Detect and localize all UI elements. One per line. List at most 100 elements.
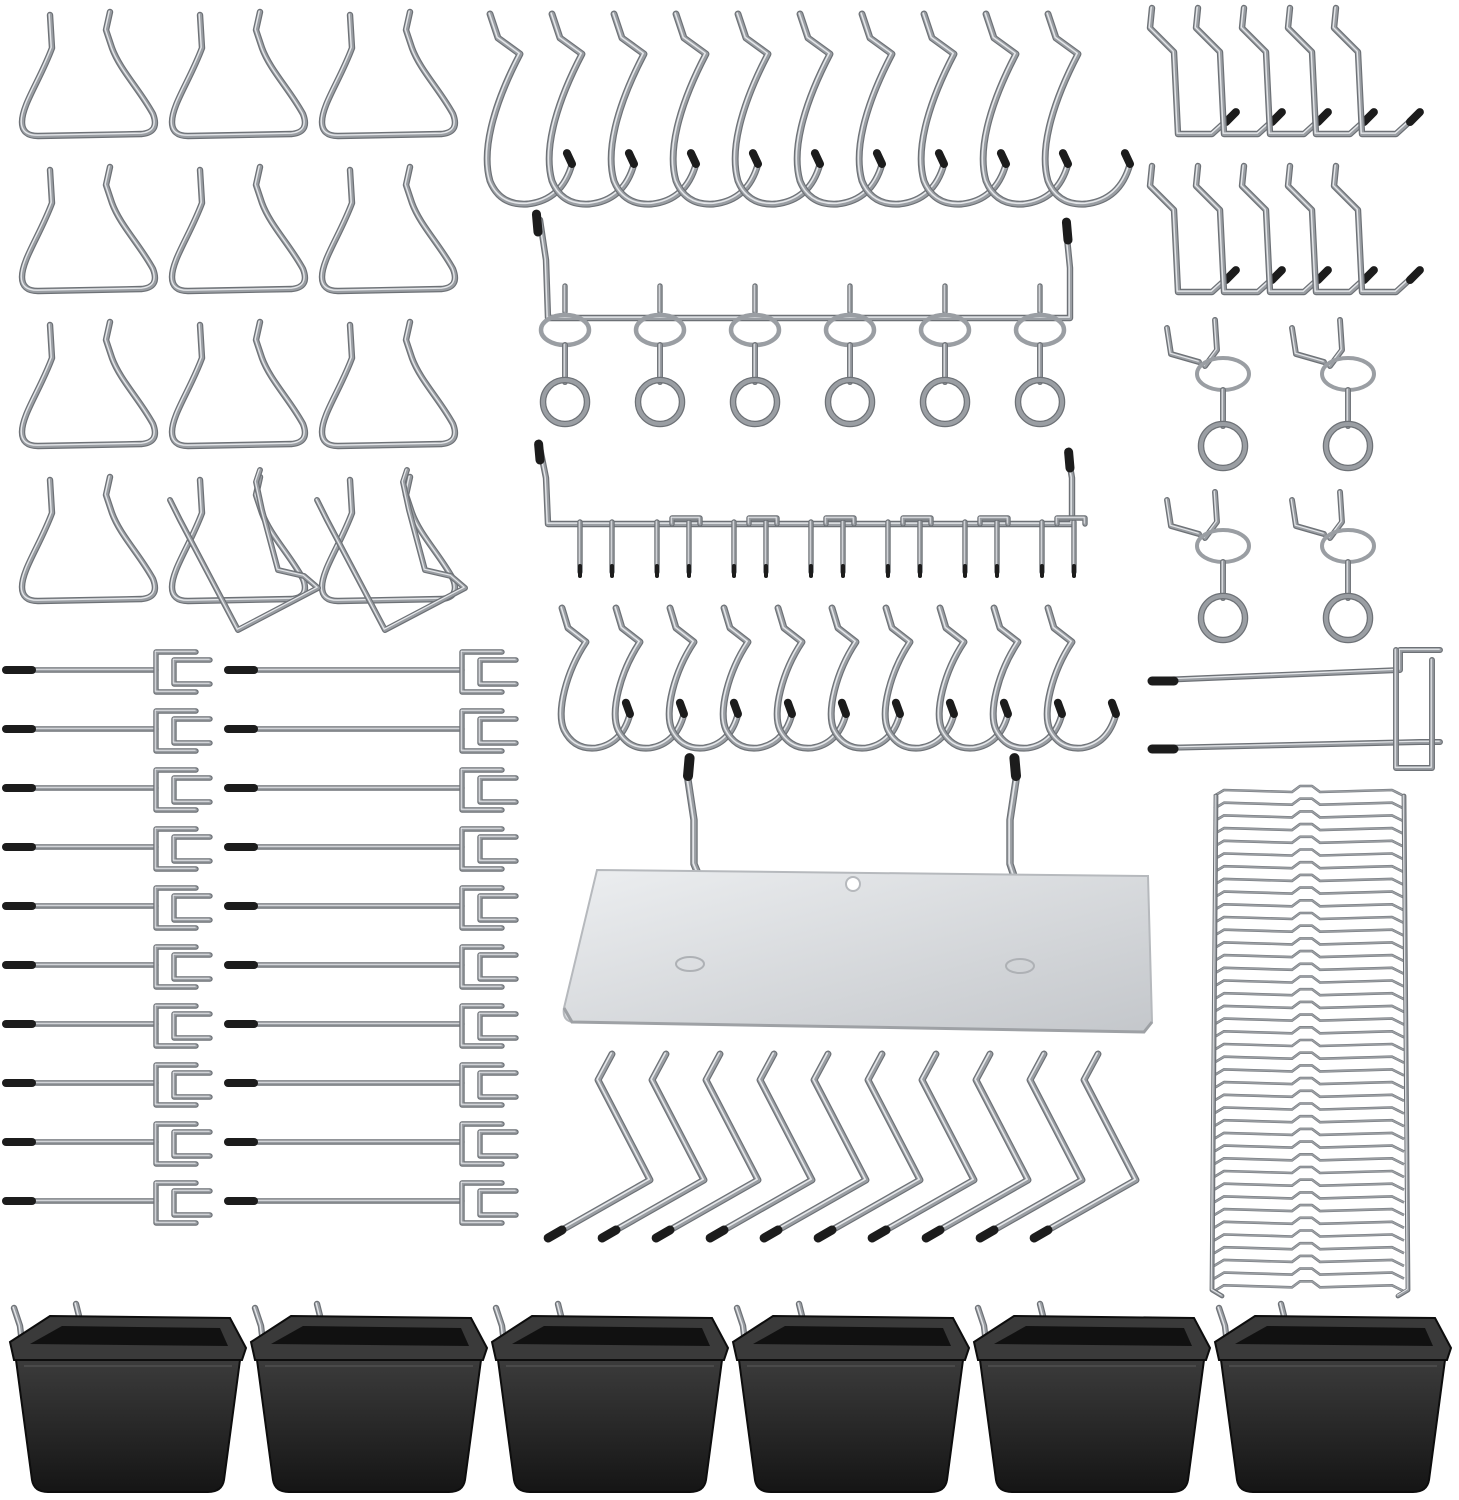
u-shaped-hook	[18, 318, 159, 450]
straight-hook-bracket-front	[153, 944, 199, 990]
rubber-tip	[686, 149, 700, 168]
storage-bin	[8, 1300, 248, 1493]
rack-prong	[840, 519, 846, 578]
j-hook-wire	[855, 10, 948, 208]
lower-ring	[921, 378, 969, 426]
rack-prong-wire	[917, 519, 923, 575]
straight-hook-bracket-front	[153, 767, 199, 813]
rubber-tip	[729, 698, 742, 718]
rack-prong	[1039, 519, 1045, 578]
mid-j-hook	[935, 604, 1012, 752]
j-hook-wire	[731, 10, 824, 208]
ring-hook-ring	[1324, 594, 1372, 642]
rack-prong-wire	[654, 519, 660, 575]
mid-j-hook-wire	[611, 604, 688, 752]
l-hook-wire	[1284, 4, 1376, 138]
rack-prong	[731, 519, 737, 578]
long-straight-hook	[224, 1180, 519, 1226]
l-hook	[1284, 162, 1378, 296]
u-shaped-hook	[318, 318, 459, 450]
peg-lock	[1213, 1280, 1405, 1293]
peg-lock	[1213, 1191, 1405, 1204]
straight-hook-bracket-front	[459, 767, 505, 813]
peg-lock	[1213, 836, 1405, 848]
peg-lock	[1213, 861, 1405, 873]
straight-hook-bracket-back	[171, 716, 213, 746]
u-shaped-hook	[318, 163, 459, 295]
z-hook-wire	[612, 1050, 708, 1234]
rubber-tip	[1064, 447, 1075, 473]
peg-lock	[1213, 785, 1405, 797]
ring-hook-stem	[1220, 387, 1226, 429]
rubber-tip	[597, 1225, 621, 1243]
storage-bin	[490, 1300, 730, 1493]
l-hook	[1330, 162, 1424, 296]
rubber-tip	[1058, 149, 1072, 168]
bin-inner	[512, 1326, 710, 1346]
straight-hook-rod	[229, 1139, 465, 1145]
j-hook-wire	[669, 10, 762, 208]
rack-prong-wire	[962, 519, 968, 575]
ring-hook-stem	[1345, 559, 1351, 601]
rubber-tip	[872, 149, 886, 168]
shelf-center-hole	[845, 876, 861, 892]
rubber-tip	[534, 439, 545, 465]
rubber-tip	[621, 698, 634, 718]
long-straight-hook	[224, 826, 519, 872]
l-hook-wire	[1192, 4, 1284, 138]
rack-prong-wire	[1039, 519, 1045, 575]
straight-hook-bracket-front	[153, 1121, 199, 1167]
z-hook-wire	[720, 1050, 816, 1234]
u-shaped-hook	[318, 8, 459, 140]
rubber-tip	[1009, 753, 1021, 781]
peg-lock	[1213, 1255, 1405, 1267]
rubber-tip	[783, 698, 796, 718]
rubber-tip	[683, 753, 695, 781]
l-hooks-group	[1146, 4, 1424, 296]
j-hook-wire	[793, 10, 886, 208]
rack-prong	[917, 519, 923, 578]
short-straight-hook	[2, 1003, 213, 1049]
peg-lock	[1213, 1039, 1405, 1051]
mid-j-hook	[1043, 604, 1120, 752]
l-hook	[1146, 162, 1240, 296]
straight-hook-bracket-back	[477, 952, 519, 982]
u-shaped-hook	[168, 473, 309, 605]
peg-lock	[1213, 912, 1405, 924]
straight-hook-bracket-front	[153, 708, 199, 754]
ring-hook-stem-a	[1164, 497, 1202, 537]
storage-bin	[972, 1300, 1212, 1493]
rubber-tip	[1120, 149, 1134, 168]
multi-rack-bar	[536, 444, 1076, 528]
straight-hooks-group	[2, 649, 519, 1226]
l-hook-wire	[1192, 162, 1284, 296]
z-hook-wire	[828, 1050, 924, 1234]
z-hooks-group	[543, 1050, 1140, 1243]
j-hook-wire	[1041, 10, 1134, 208]
straight-hook-bracket-front	[459, 944, 505, 990]
ring-hook	[1164, 317, 1251, 472]
straight-hook-rod	[229, 667, 465, 673]
bin-inner	[753, 1326, 951, 1346]
ring-tool-rack	[531, 209, 1074, 428]
rack-prong-wire	[840, 519, 846, 575]
peg-lock	[1213, 1102, 1405, 1115]
peg-lock	[1213, 1140, 1405, 1153]
metal-shelf	[562, 753, 1154, 1034]
long-straight-hook	[224, 649, 519, 695]
short-straight-hook	[2, 944, 213, 990]
l-hook	[1238, 4, 1332, 138]
peg-lock	[1213, 810, 1405, 823]
j-hook-wire	[979, 10, 1072, 208]
j-hook	[793, 10, 886, 208]
long-straight-hook	[224, 885, 519, 931]
rubber-tip	[934, 149, 948, 168]
bent-u-hook	[167, 467, 321, 633]
rubber-tip	[759, 1225, 783, 1243]
ring-holder	[918, 283, 972, 428]
u-shaped-hook	[18, 163, 159, 295]
rubber-tip	[624, 149, 638, 168]
l-hook	[1192, 162, 1286, 296]
mid-j-hook-wire	[989, 604, 1066, 752]
short-straight-hook	[2, 708, 213, 754]
